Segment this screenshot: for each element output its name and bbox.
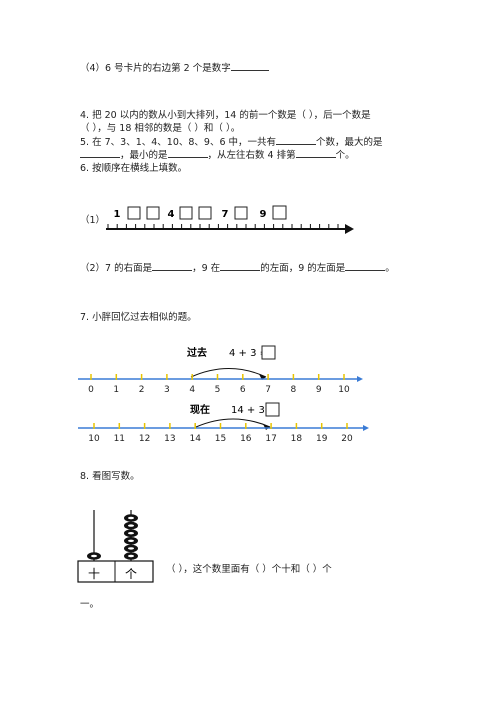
bead-highlight <box>128 516 134 520</box>
tick-label: 13 <box>164 434 175 444</box>
tick-label: 18 <box>291 434 303 444</box>
q5-line2: ，最小的是 ，从左往右数 4 排第 个。 <box>80 149 355 162</box>
answer-box[interactable] <box>261 345 276 360</box>
tick-label: 6 <box>240 385 246 395</box>
bead-highlight <box>128 524 134 527</box>
ones-label: 个 <box>125 567 137 581</box>
q5-line1: 5. 在 7、3、1、4、10、8、9、6 中，一共有 个数，最大的是 <box>80 136 383 149</box>
tick-label: 14 <box>189 434 201 444</box>
bead-highlight <box>128 547 134 550</box>
tick-label: 19 <box>316 434 328 444</box>
answer-box[interactable] <box>179 206 193 220</box>
q4-line2: （ ），与 18 相邻的数是（ ）和（ ）。 <box>80 123 241 134</box>
tick-label: 4 <box>189 385 195 395</box>
arc-arrow-icon <box>259 374 266 380</box>
answer-box[interactable] <box>146 206 160 220</box>
bead-highlight <box>128 539 134 542</box>
answer-blank[interactable] <box>295 157 336 158</box>
answer-blank[interactable] <box>80 157 120 158</box>
answer-blank[interactable] <box>345 270 386 271</box>
answer-box[interactable] <box>272 205 287 220</box>
q5-text-2c: 个。 <box>335 150 355 161</box>
answer-box[interactable] <box>234 206 248 220</box>
q6-number-4: 4 <box>168 209 175 220</box>
tick-label: 20 <box>341 434 353 444</box>
tick-label: 5 <box>215 385 221 395</box>
tens-label: 十 <box>88 567 100 581</box>
q6-part2-line: （2）7 的右面是 ，9 在 的左面，9 的左面是 。 <box>80 262 395 275</box>
answer-blank[interactable] <box>152 270 193 271</box>
q6-4-line: （4）6 号卡片的右边第 2 个是数字 <box>80 62 269 75</box>
tick-label: 12 <box>139 434 150 444</box>
q6-part2-text-d: 。 <box>385 263 395 274</box>
bead-highlight <box>128 532 134 535</box>
now-label: 现在 <box>190 403 210 416</box>
past-label: 过去 <box>187 346 207 359</box>
tick-label: 17 <box>265 434 276 444</box>
answer-blank[interactable] <box>230 70 269 71</box>
arc-arrow-icon <box>263 424 270 430</box>
answer-blank[interactable] <box>167 157 208 158</box>
past-expression: 4 + 3 = <box>229 348 268 359</box>
q4-line1: 4. 把 20 以内的数从小到大排列，14 的前一个数是（ ），后一个数是 <box>80 110 371 121</box>
q6-part1-label: （1） <box>80 215 106 226</box>
arrow-head-icon <box>357 376 363 382</box>
q5-text-2b: ，从左往右数 4 排第 <box>207 150 296 161</box>
q6-number-1: 1 <box>114 209 121 220</box>
answer-blank[interactable] <box>276 144 317 145</box>
answer-box[interactable] <box>198 206 212 220</box>
answer-box[interactable] <box>127 206 141 220</box>
q6-part2-text-a: （2）7 的右面是 <box>80 263 153 274</box>
q6-number-line: 1 4 7 9 <box>106 205 354 234</box>
answer-blank[interactable] <box>220 270 261 271</box>
q8-sentence: （ ），这个数里面有（ ）个十和（ ）个 <box>166 564 332 575</box>
q7-now: 现在 14 + 3 = 10 11 12 13 14 15 16 17 18 19 20 <box>78 402 369 444</box>
tick-label: 10 <box>338 385 350 395</box>
now-expression: 14 + 3 = <box>231 405 276 416</box>
tick-label: 3 <box>164 385 170 395</box>
tick-label: 11 <box>114 434 125 444</box>
q6-4-text: （4）6 号卡片的右边第 2 个是数字 <box>80 63 231 74</box>
tick-label: 1 <box>113 385 119 395</box>
jump-arc <box>190 368 267 378</box>
jump-arc <box>195 418 271 428</box>
tick-label: 7 <box>265 385 271 395</box>
q5-text-1b: 个数，最大的是 <box>316 137 383 148</box>
q5-text-2a: ，最小的是 <box>120 150 168 161</box>
q6-title: 6. 按顺序在横线上填数。 <box>80 163 188 174</box>
q8-title: 8. 看图写数。 <box>80 471 140 482</box>
answer-box[interactable] <box>265 402 280 417</box>
arrow-head-icon <box>345 224 354 234</box>
tick-label: 2 <box>139 385 145 395</box>
tick-label: 9 <box>316 385 322 395</box>
bead-highlight <box>128 554 134 558</box>
tick-label: 16 <box>240 434 252 444</box>
q6-number-7: 7 <box>222 209 229 220</box>
q7-past: 过去 4 + 3 = 0 1 2 3 4 5 6 7 8 9 10 <box>78 345 363 395</box>
tick-label: 10 <box>88 434 100 444</box>
q7-title: 7. 小胖回忆过去相似的题。 <box>80 312 197 323</box>
arrow-head-icon <box>363 425 369 431</box>
q8-sentence-end: 一。 <box>80 599 100 610</box>
tick-label: 8 <box>291 385 297 395</box>
tick-label: 15 <box>215 434 226 444</box>
abacus: 十 个 <box>77 510 154 583</box>
tick-label: 0 <box>88 385 94 395</box>
q6-part2-text-c: 的左面，9 的左面是 <box>260 263 346 274</box>
q5-text-1a: 5. 在 7、3、1、4、10、8、9、6 中，一共有 <box>80 137 277 148</box>
q6-part2-text-b: ，9 在 <box>192 263 221 274</box>
bead-highlight <box>91 554 97 558</box>
q6-number-9: 9 <box>260 209 267 220</box>
